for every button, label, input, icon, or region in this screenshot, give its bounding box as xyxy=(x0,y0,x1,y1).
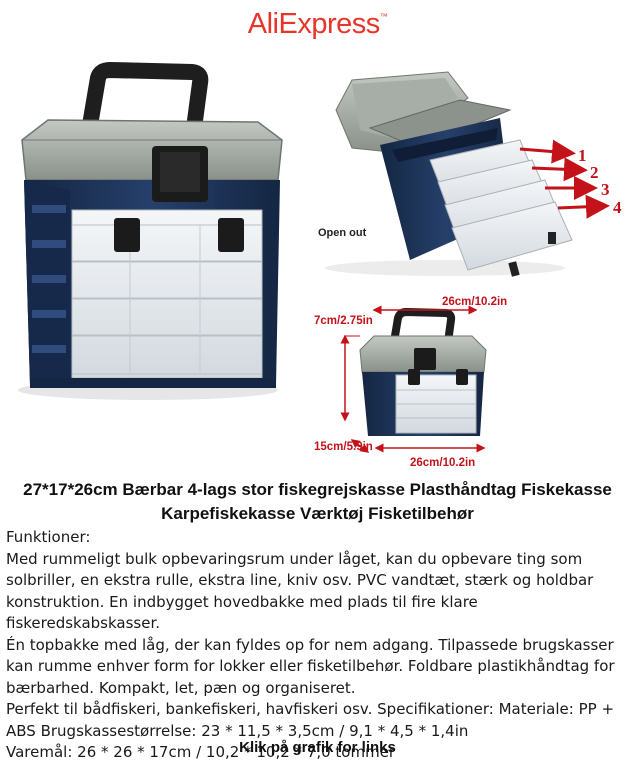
dimension-height: 7cm/2.75in xyxy=(314,315,373,327)
product-title-line: Karpefiskekasse Værktøj Fisketilbehør xyxy=(161,504,474,523)
description-line: solbriller, en ekstra rulle, ekstra line… xyxy=(6,571,594,589)
description-line: Én topbakke med låg, der kan fyldes op f… xyxy=(6,635,614,654)
description-line: ABS Brugskassestørrelse: 23 * 11,5 * 3,5… xyxy=(6,721,469,740)
drawer-number-3: 3 xyxy=(601,180,610,199)
dimension-top-width: 26cm/10.2in xyxy=(442,296,507,308)
product-title: 27*17*26cm Bærbar 4-lags stor fiskegrejs… xyxy=(0,478,635,526)
description-line: bærbarhed. Kompakt, let, pæn og organise… xyxy=(6,678,356,697)
features-heading: Funktioner: xyxy=(6,528,91,546)
description-line: Med rummeligt bulk opbevaringsrum under … xyxy=(6,549,583,568)
dimension-depth: 15cm/5.9in xyxy=(314,441,373,453)
product-title-line: 27*17*26cm Bærbar 4-lags stor fiskegrejs… xyxy=(23,480,612,499)
drawer-number-2: 2 xyxy=(590,163,599,182)
open-out-label: Open out xyxy=(318,227,367,239)
drawer-number-1: 1 xyxy=(578,146,587,165)
description-line: Varemål: 26 * 26 * 17cm / 10,2 * 10,2 * … xyxy=(6,743,396,761)
aliexpress-logo[interactable]: AliExpress™ xyxy=(247,8,388,40)
description-line: konstruktion. En indbygget hovedbakke me… xyxy=(6,592,478,633)
description-line: kan rumme enhver form for lokker eller f… xyxy=(6,657,615,675)
description-line: Perfekt til bådfiskeri, bankefiskeri, ha… xyxy=(6,700,615,718)
tackle-box-main xyxy=(18,62,283,400)
drawer-number-4: 4 xyxy=(613,198,622,217)
product-description: Funktioner: Med rummeligt bulk opbevarin… xyxy=(6,527,631,764)
tackle-box-open xyxy=(325,71,610,277)
dimension-bottom-width: 26cm/10.2in xyxy=(410,457,475,469)
product-image[interactable]: 1 2 3 4 Open out 26cm/10.2in 7cm/2.75in … xyxy=(0,0,635,475)
tackle-box-dimensions xyxy=(340,305,487,453)
graphics-links-cta[interactable]: Klik på grafik for links xyxy=(239,739,396,756)
